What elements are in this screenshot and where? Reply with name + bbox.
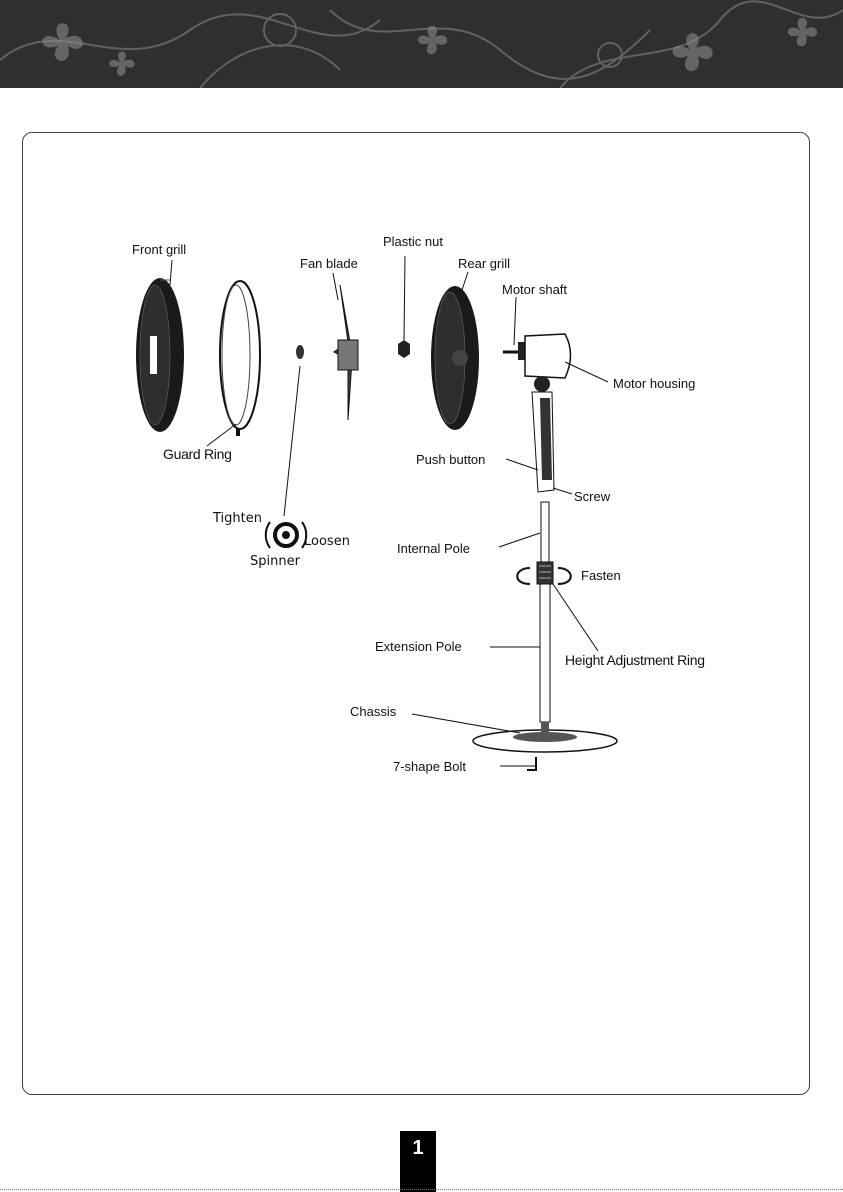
label-spinner: Spinner xyxy=(250,554,301,569)
label-chassis: Chassis xyxy=(350,704,397,719)
footer-rule xyxy=(0,1189,843,1190)
label-motor-shaft: Motor shaft xyxy=(502,282,567,297)
label-fan-blade: Fan blade xyxy=(300,256,358,271)
front-grill-illustration xyxy=(136,278,184,432)
fasten-arrow-left-icon xyxy=(517,568,530,584)
label-7-shape-bolt: 7-shape Bolt xyxy=(393,759,466,774)
guard-ring-illustration xyxy=(220,281,260,436)
label-screw: Screw xyxy=(574,489,611,504)
fasten-arrow-right-icon xyxy=(558,568,571,584)
motor-stand-illustration xyxy=(473,334,617,770)
label-loosen: Loosen xyxy=(304,534,350,549)
label-push-button: Push button xyxy=(416,452,485,467)
label-fasten: Fasten xyxy=(581,568,621,583)
label-front-grill: Front grill xyxy=(132,242,186,257)
label-height-adjustment-ring: Height Adjustment Ring xyxy=(565,652,705,668)
label-extension-pole: Extension Pole xyxy=(375,639,462,654)
page-number: 1 xyxy=(400,1131,436,1192)
rear-grill-illustration xyxy=(431,286,479,430)
label-motor-housing: Motor housing xyxy=(613,376,695,391)
fan-blade-illustration xyxy=(334,285,358,420)
label-guard-ring: Guard Ring xyxy=(163,446,232,462)
label-internal-pole: Internal Pole xyxy=(397,541,470,556)
label-plastic-nut: Plastic nut xyxy=(383,234,443,249)
label-tighten: Tighten xyxy=(212,511,262,526)
spinner-illustration xyxy=(266,345,307,548)
plastic-nut-illustration xyxy=(398,340,410,358)
label-rear-grill: Rear grill xyxy=(458,256,510,271)
